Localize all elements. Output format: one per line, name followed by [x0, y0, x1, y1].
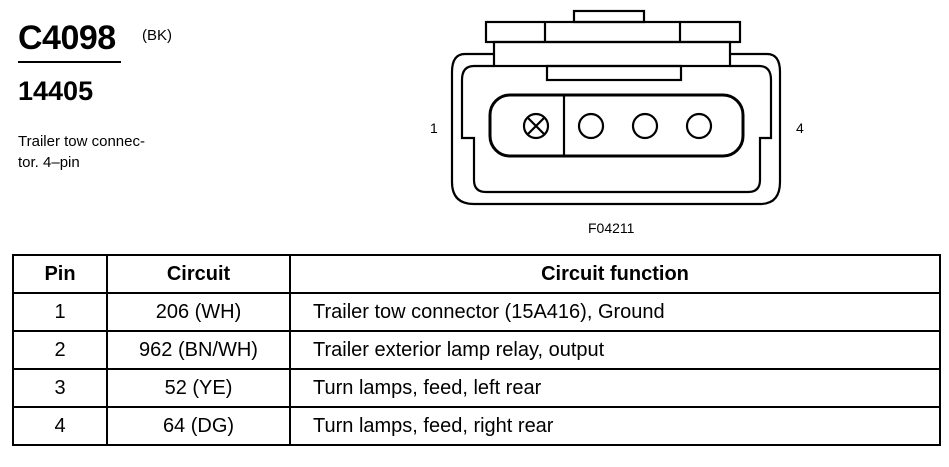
pin-3: [631, 112, 659, 140]
pin-insert: [488, 93, 745, 158]
latch-lower-bar: [492, 40, 732, 68]
circuit-cell: 962 (BN/WH): [106, 330, 291, 370]
table-header-row: Pin Circuit Circuit function: [12, 254, 941, 294]
table-row: 1 206 (WH) Trailer tow connector (15A416…: [12, 292, 941, 332]
function-cell: Trailer tow connector (15A416), Ground: [289, 292, 941, 332]
header-circuit: Circuit: [106, 254, 291, 294]
pin-cell: 1: [12, 292, 108, 332]
part-number: 14405: [18, 76, 94, 106]
circuit-cell: 206 (WH): [106, 292, 291, 332]
latch-upper-bar: [484, 20, 742, 44]
connector-diagram: [450, 9, 782, 206]
connector-id: C4098: [18, 19, 116, 57]
circuit-cell: 52 (YE): [106, 368, 291, 408]
housing-outer: [450, 52, 782, 206]
title-rule: [18, 61, 121, 63]
latch-tab: [545, 64, 683, 82]
color-code: (BK): [142, 27, 172, 44]
pin-cell: 4: [12, 406, 108, 446]
figure-code: F04211: [588, 220, 635, 236]
pin-cell: 3: [12, 368, 108, 408]
pin-table: Pin Circuit Circuit function 1 206 (WH) …: [12, 254, 941, 446]
header-circuit-function: Circuit function: [289, 254, 941, 294]
function-cell: Turn lamps, feed, left rear: [289, 368, 941, 408]
housing-inner: [460, 64, 773, 194]
function-cell: Turn lamps, feed, right rear: [289, 406, 941, 446]
table-row: 4 64 (DG) Turn lamps, feed, right rear: [12, 406, 941, 446]
header-pin: Pin: [12, 254, 108, 294]
function-cell: Trailer exterior lamp relay, output: [289, 330, 941, 370]
pin-4: [685, 112, 713, 140]
latch-top-block: [572, 9, 646, 24]
pin-label-left: 1: [430, 120, 438, 136]
table-row: 2 962 (BN/WH) Trailer exterior lamp rela…: [12, 330, 941, 370]
circuit-cell: 64 (DG): [106, 406, 291, 446]
pin-2: [577, 112, 605, 140]
table-row: 3 52 (YE) Turn lamps, feed, left rear: [12, 368, 941, 408]
pin-label-right: 4: [796, 120, 804, 136]
pin-1-crossed: [522, 112, 550, 140]
pin-cell: 2: [12, 330, 108, 370]
connector-description: Trailer tow connec- tor. 4–pin: [18, 133, 145, 171]
